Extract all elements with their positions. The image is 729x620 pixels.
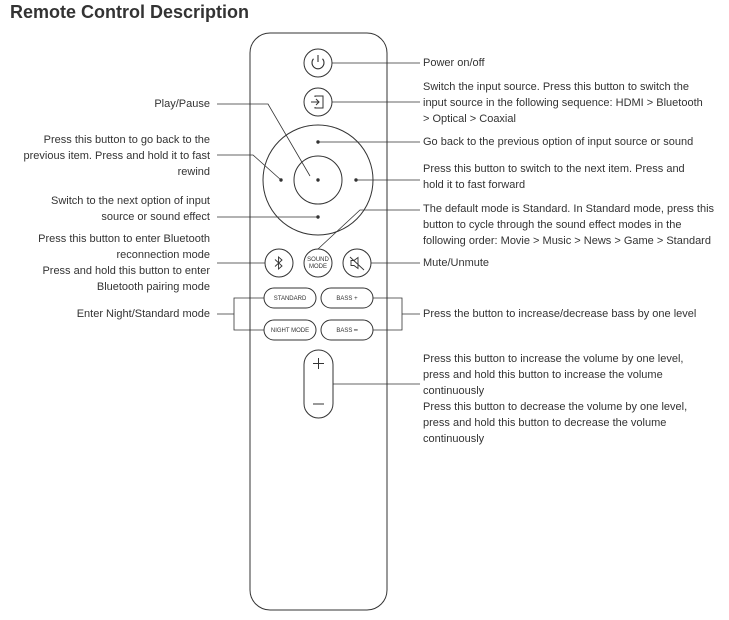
label-play-pause: Play/Pause (154, 98, 210, 110)
label-input-source: Switch the input source. Press this butt… (423, 81, 703, 125)
mute-icon (349, 256, 365, 271)
label-default-mode: The default mode is Standard. In Standar… (423, 203, 715, 247)
label-go-back: Go back to the previous option of input … (423, 136, 694, 148)
play-pause-dot (316, 178, 320, 182)
label-bass: Press the button to increase/decrease ba… (423, 308, 697, 320)
label-power: Power on/off (423, 57, 485, 69)
bass-plus-label: BASS + (336, 296, 358, 302)
label-previous: Press this button to go back to the prev… (23, 134, 210, 178)
remote-body (249, 32, 388, 611)
input-button[interactable] (303, 87, 333, 117)
label-bluetooth: Press this button to enter Bluetooth rec… (38, 233, 210, 293)
mute-button[interactable] (342, 248, 372, 278)
page-title: Remote Control Description (10, 2, 250, 22)
label-night-standard: Enter Night/Standard mode (76, 308, 210, 320)
volume-up-icon (313, 358, 324, 369)
play-pause-button[interactable] (293, 155, 343, 205)
input-source-icon (311, 95, 324, 109)
label-volume: Press this button to increase the volume… (423, 353, 688, 445)
standard-label: STANDARD (274, 296, 307, 302)
label-mute: Mute/Unmute (423, 257, 490, 269)
bluetooth-button[interactable] (264, 248, 294, 278)
power-button[interactable] (303, 48, 333, 78)
sound-mode-label-1: SOUND (307, 257, 329, 263)
leader-lines (217, 62, 420, 385)
label-switch-next: Switch to the next option of input sourc… (51, 195, 210, 223)
sound-mode-button[interactable] (303, 248, 333, 278)
night-mode-label: NIGHT MODE (271, 328, 309, 334)
bass-minus-label: BASS ━ (336, 328, 358, 334)
volume-rocker[interactable] (303, 349, 334, 419)
sound-mode-label-2: MODE (309, 264, 327, 270)
label-next: Press this button to switch to the next … (423, 163, 685, 191)
bluetooth-icon (274, 256, 283, 270)
